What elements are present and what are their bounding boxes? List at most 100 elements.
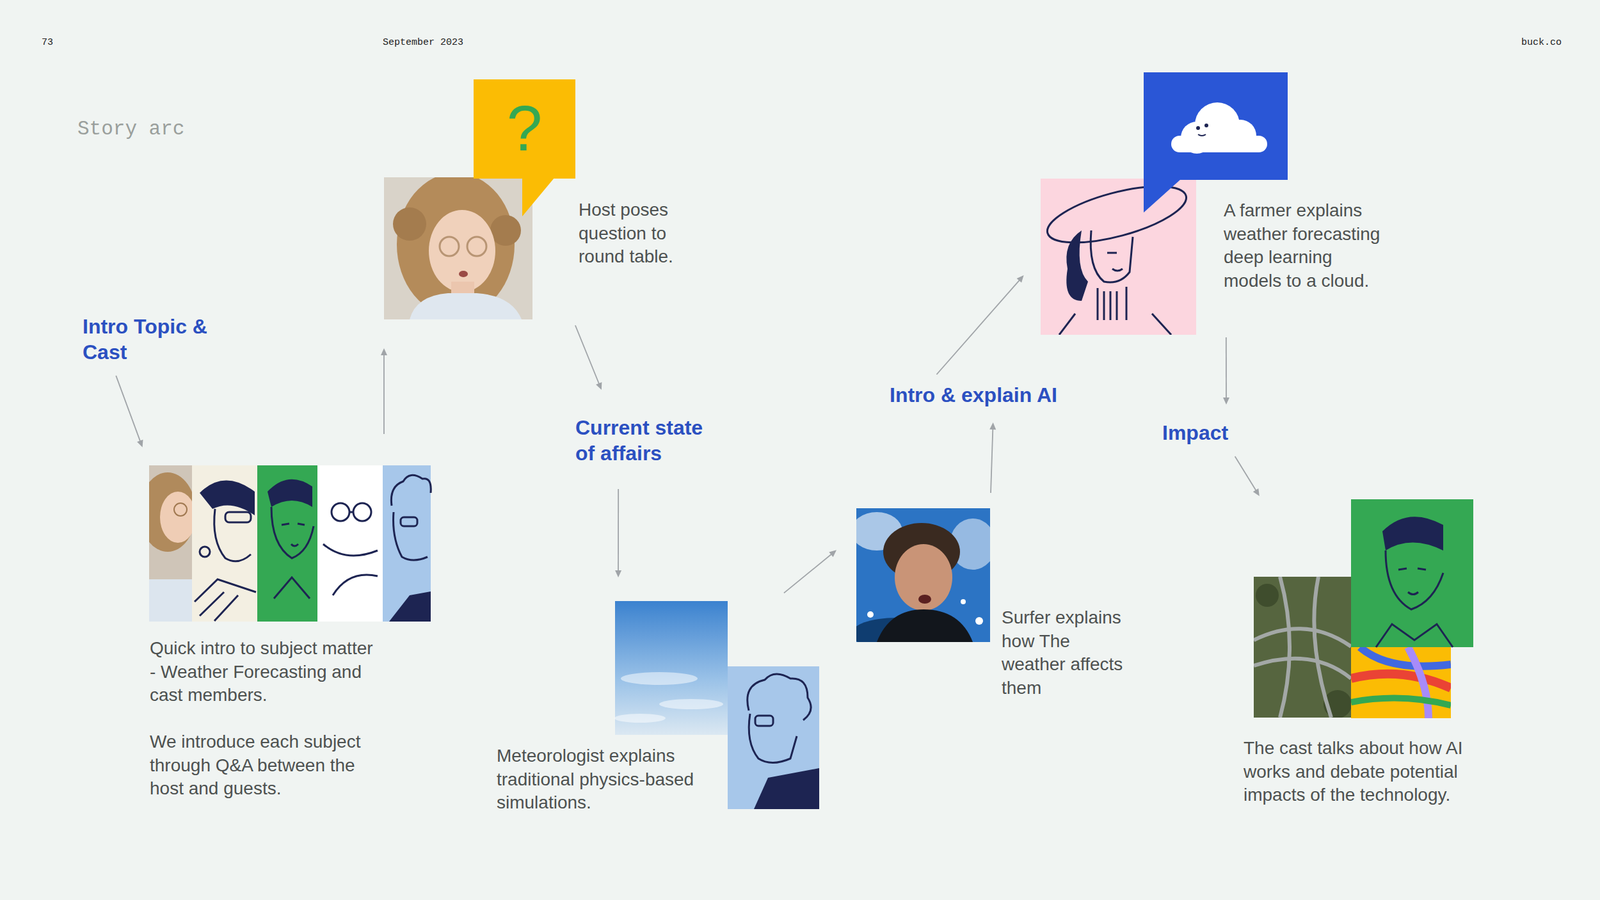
- surfer-photo-shape-shape: [876, 609, 973, 642]
- surfer-photo: [851, 508, 996, 650]
- farmer-drawing-shape: [1143, 179, 1181, 213]
- story-title: Story arc: [77, 119, 185, 139]
- site-name: buck.co: [1521, 37, 1562, 48]
- impact-card: The cast talks about how AI works and de…: [1243, 499, 1474, 811]
- arrow-head: [380, 348, 388, 356]
- connector-arrow: [615, 488, 622, 578]
- cast-strip-shape-shape: [174, 503, 187, 516]
- cast-strip: [139, 465, 431, 622]
- farmer-drawing-shape-shape: [1040, 178, 1197, 335]
- connector-line: [784, 553, 832, 593]
- cast-strip-shape: [267, 479, 313, 507]
- impact-collage-shape-shape: [1253, 658, 1352, 679]
- page-date: September 2023: [382, 37, 464, 48]
- surfer-photo-shape-shape: [867, 611, 874, 618]
- impact-collage-shape-shape: [1351, 673, 1451, 688]
- arrow-head: [595, 382, 602, 390]
- impact-collage-shape: [1398, 568, 1426, 595]
- impact-collage-shape-shape: [1408, 647, 1429, 719]
- section-heading: Impact: [1162, 419, 1229, 446]
- connector-line: [936, 279, 1020, 375]
- sky-photo-shape: [620, 672, 698, 685]
- question-mark: ?: [473, 96, 576, 160]
- host-card: Host poses question to round table.: [384, 79, 681, 320]
- farmer-drawing-shape-shape: [1059, 286, 1172, 335]
- cast-strip-shape: [382, 465, 431, 622]
- caption-text: Quick intro to subject matter - Weather …: [149, 636, 381, 708]
- farmer-drawing-shape-shape: [1090, 230, 1133, 283]
- impact-collage-shape: [1253, 576, 1352, 718]
- cast-strip-shape: [199, 480, 255, 516]
- caption-text: Surfer explains how The weather affects …: [1001, 606, 1130, 700]
- sky-photo-shape: [614, 713, 666, 723]
- caption-text: Host poses question to round table.: [578, 198, 681, 269]
- sky-photo-shape: [659, 698, 724, 710]
- impact-collage-shape: [1376, 624, 1453, 648]
- farmer-drawing-shape-shape: [1107, 252, 1123, 271]
- host-photo-shape: [384, 177, 533, 320]
- host-photo: [384, 79, 576, 320]
- sky-photo-shape: [615, 600, 728, 735]
- caption-text: We introduce each subject through Q&A be…: [149, 730, 381, 801]
- arrow-head: [989, 422, 996, 430]
- cast-card: Quick intro to subject matter - Weather …: [149, 465, 431, 806]
- cast-strip-shape: [214, 508, 251, 562]
- cast-strip-shape: [400, 517, 418, 527]
- host-photo-shape-shape: [428, 209, 496, 292]
- sky-photo: [614, 600, 728, 735]
- heading-text: Intro Topic & Cast: [82, 313, 211, 365]
- heading-text: Intro & explain AI: [889, 382, 1058, 408]
- impact-collage-shape: [1351, 647, 1451, 719]
- farmer-drawing-shape-shape: [1041, 178, 1192, 255]
- cast-strip-shape-shape: [149, 579, 192, 622]
- connector-arrow: [1223, 337, 1230, 405]
- meteorologist-drawing-shape-shape: [747, 673, 811, 720]
- connector-arrow: [575, 325, 602, 390]
- connector-line: [115, 375, 141, 443]
- connector-arrow: [989, 422, 996, 493]
- meteorologist-drawing-shape: [727, 666, 820, 809]
- farmer-drawing-shape-shape: [1066, 230, 1088, 301]
- section-heading: Current state of affairs: [575, 414, 710, 466]
- cast-strip-shape: [281, 523, 305, 546]
- farmer-drawing-shape: [1196, 126, 1200, 130]
- meteorologist-drawing-shape-shape: [727, 666, 820, 809]
- surfer-photo-shape-shape: [975, 616, 984, 625]
- caption-text: The cast talks about how AI works and de…: [1243, 736, 1471, 808]
- heading-text: Current state of affairs: [575, 414, 710, 466]
- impact-collage-shape-shape: [1351, 698, 1451, 706]
- cast-strip-shape: [149, 465, 192, 622]
- arrow-head: [136, 439, 143, 448]
- surfer-card: Surfer explains how The weather affects …: [856, 508, 1130, 700]
- connector-arrow: [936, 275, 1024, 375]
- cast-strip-shape: [257, 465, 318, 622]
- page-number: 73: [41, 37, 54, 48]
- cast-strip-shape-shape: [149, 472, 192, 552]
- cast-strip-shape: [273, 577, 310, 599]
- impact-collage-shape-shape: [1253, 628, 1352, 647]
- farmer-card: A farmer explains weather forecasting de…: [1040, 72, 1394, 335]
- impact-collage: [1253, 499, 1474, 719]
- farmer-drawing-shape: [1204, 123, 1209, 128]
- cast-strip-shape: [225, 512, 251, 523]
- cast-strip-shape: [192, 465, 258, 622]
- impact-collage-shape-shape: [1280, 576, 1290, 718]
- host-photo-shape-shape: [409, 293, 522, 320]
- impact-collage-shape: [1385, 550, 1444, 610]
- farmer-drawing-shape: [1040, 178, 1197, 335]
- connector-line: [575, 325, 600, 384]
- surfer-photo-shape-shape: [894, 544, 953, 611]
- meteorologist-drawing: [727, 666, 820, 809]
- connector-line: [1225, 337, 1227, 399]
- cast-strip-shape: [389, 591, 431, 622]
- cast-strip-shape: [391, 474, 431, 560]
- farmer-drawing-shape: [1171, 135, 1268, 153]
- caption-text: A farmer explains weather forecasting de…: [1223, 199, 1394, 293]
- arrow-head: [1223, 397, 1230, 405]
- cast-strip-shape: [323, 512, 378, 596]
- cast-strip-shape: [317, 465, 383, 622]
- cast-strip-shape: [353, 503, 372, 521]
- impact-collage-shape: [1351, 499, 1474, 648]
- cast-strip-shape-shape: [160, 491, 192, 543]
